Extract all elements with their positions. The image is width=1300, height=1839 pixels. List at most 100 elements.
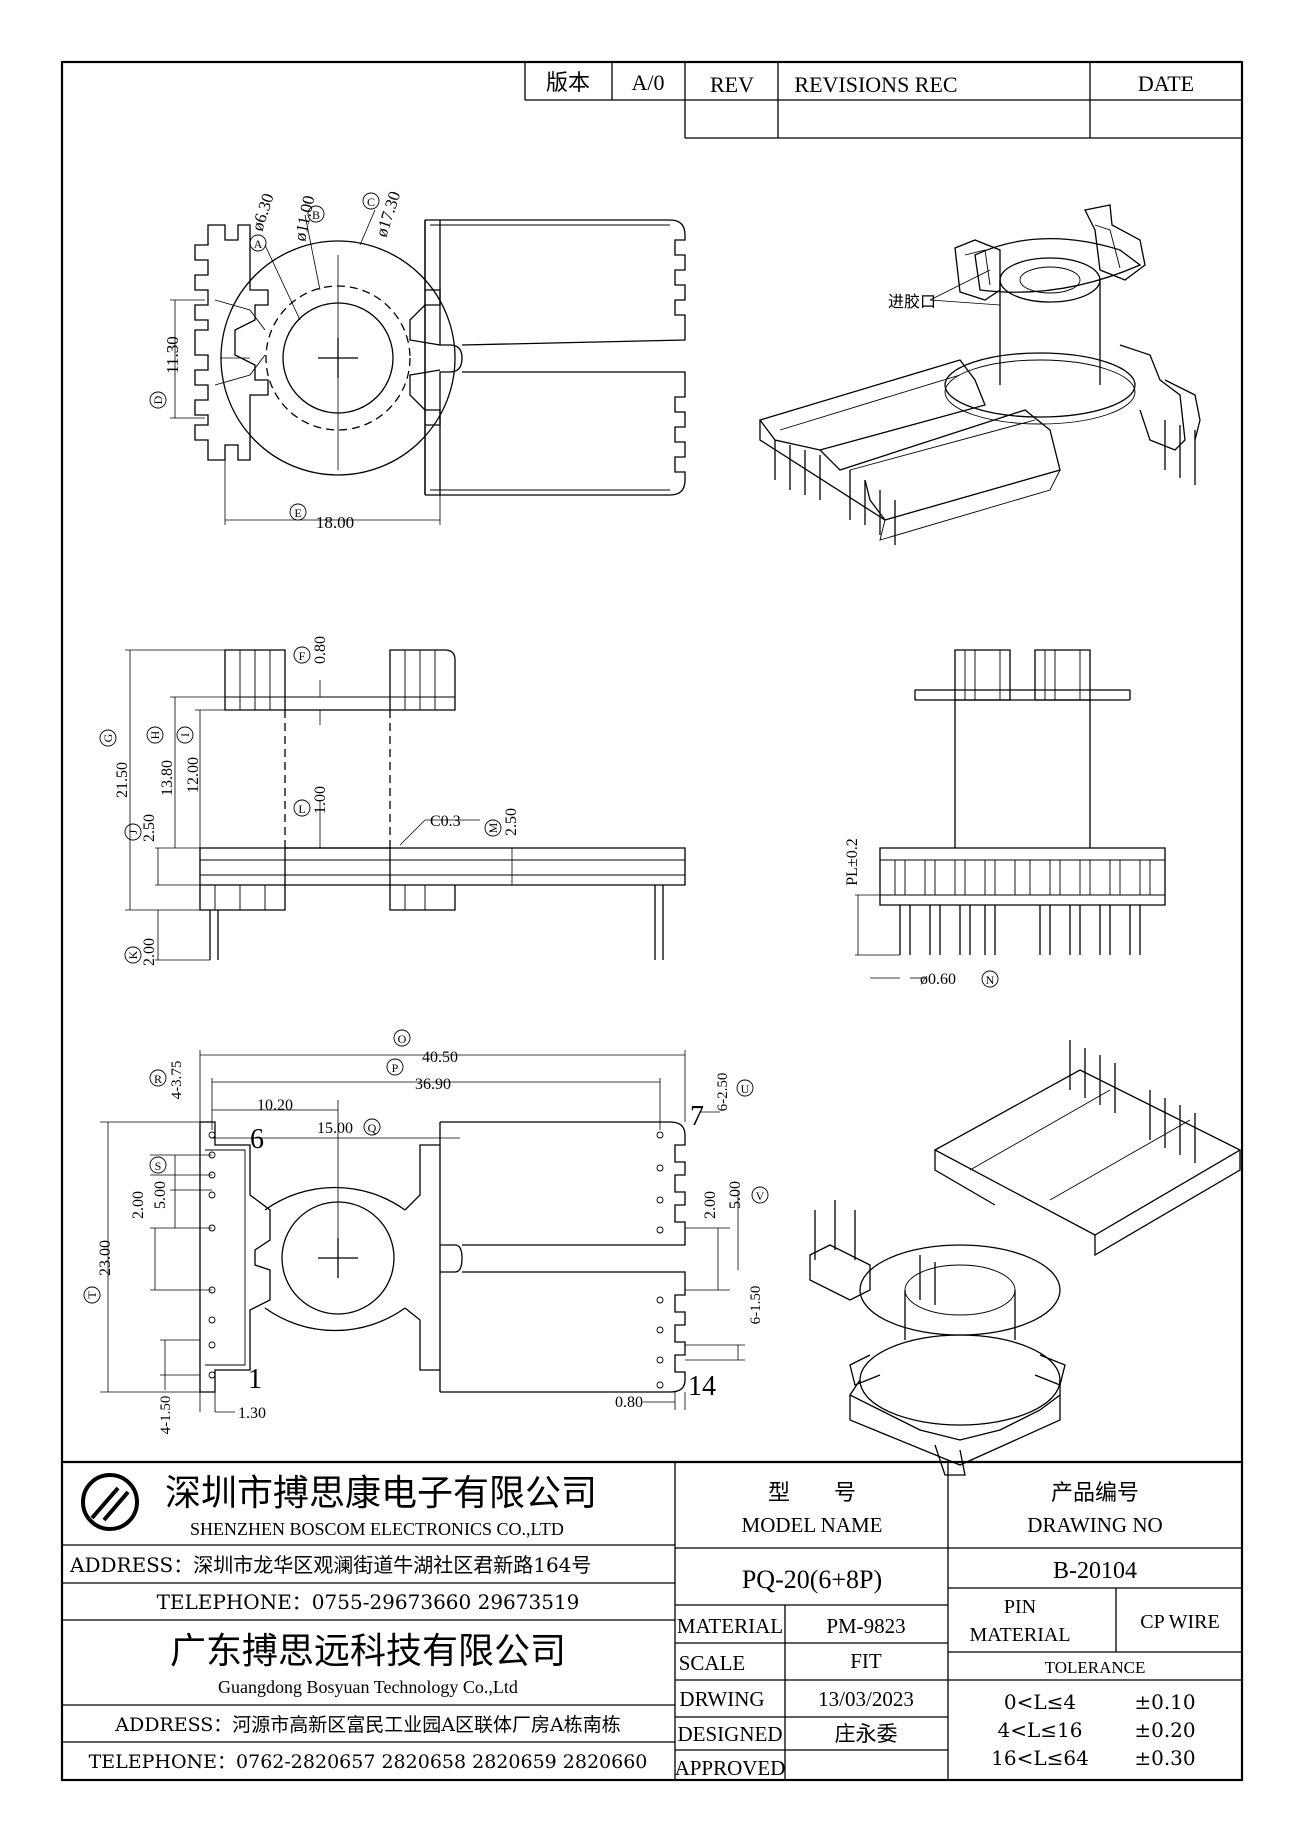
- version-value: A/0: [632, 70, 665, 95]
- dim-f-value: 0.80: [312, 636, 329, 664]
- dim-x-value: 4-1.50: [158, 1396, 174, 1435]
- company-cn: 深圳市搏思康电子有限公司: [165, 1473, 597, 1514]
- tolerance-label: TOLERANCE: [1045, 1658, 1146, 1677]
- dim-q-bubble: Q: [368, 1121, 377, 1135]
- dim-a-value: ø6.30: [248, 191, 278, 233]
- dim-s-value: 2.00: [130, 1191, 147, 1219]
- drawing-label: DRWING: [679, 1687, 764, 1711]
- dim-i-value: 12.00: [185, 757, 202, 793]
- dim-a-bubble: A: [254, 237, 263, 251]
- pin-14-label: 14: [688, 1371, 716, 1402]
- dim-v-value: 5.00: [727, 1181, 744, 1209]
- dim-r-value: 4-3.75: [169, 1061, 185, 1100]
- model-value: PQ-20(6+8P): [742, 1565, 882, 1594]
- approved-label: APPROVED: [675, 1756, 786, 1780]
- dim-i-bubble: I: [178, 733, 192, 737]
- dim-v-left-value: 2.00: [702, 1191, 719, 1219]
- company-en: SHENZHEN BOSCOM ELECTRONICS CO.,LTD: [190, 1519, 564, 1539]
- dim-k-bubble: K: [126, 950, 140, 959]
- dim-n-bubble: N: [986, 973, 995, 987]
- top-view: A ø6.30 B ø11.00 C ø17.30 D 11.30 E 18.0…: [149, 189, 686, 532]
- dim-s2-value: 5.00: [152, 1181, 169, 1209]
- revision-block: 版本 A/0 REV REVISIONS REC DATE: [524, 62, 1242, 139]
- dim-h-bubble: H: [148, 730, 162, 739]
- dim-p-value: 36.90: [415, 1076, 451, 1093]
- model-en: MODEL NAME: [742, 1513, 883, 1537]
- dim-u-value: 6-2.50: [715, 1073, 731, 1112]
- drawing-cn: 产品编号: [1051, 1481, 1139, 1506]
- dim-e-bubble: E: [294, 506, 301, 520]
- dim-k-value: 2.00: [141, 938, 158, 966]
- dim-g-value: 21.50: [114, 762, 131, 798]
- company-logo: [81, 1473, 139, 1531]
- material-value: PM-9823: [826, 1614, 905, 1638]
- dim-c-value: ø17.30: [372, 189, 405, 239]
- dim-z-value: 0.80: [615, 1394, 643, 1411]
- tol-range-1: 0<L≤4: [1004, 1690, 1076, 1714]
- dim-t-bubble: T: [85, 1291, 99, 1299]
- dim-t-value: 23.00: [97, 1240, 114, 1276]
- telephone1: TELEPHONE：0755-29673660 29673519: [157, 1590, 580, 1614]
- dim-10-value: 10.20: [257, 1097, 293, 1114]
- pin-6-label: 6: [250, 1124, 264, 1155]
- pin-7-label: 7: [690, 1101, 704, 1132]
- pl-label: PL±0.2: [844, 838, 861, 885]
- dim-c-bubble: C: [367, 195, 375, 209]
- tol-value-3: ±0.30: [1134, 1746, 1195, 1770]
- bottom-view: O 40.50 P 36.90 10.20 15.00 Q R 4-3.75 S…: [83, 1029, 769, 1435]
- dim-w-value: 6-1.50: [748, 1286, 764, 1325]
- dim-l-value: 1.00: [312, 786, 329, 814]
- dim-m-value: 2.50: [503, 808, 520, 836]
- dim-r-bubble: R: [154, 1072, 162, 1086]
- iso-view-bottom: [809, 1040, 1242, 1476]
- dim-f-bubble: F: [299, 649, 306, 663]
- pin-material-label1: PIN: [1004, 1596, 1036, 1618]
- iso-view-top: 进胶口: [758, 204, 1201, 545]
- dim-e-value: 18.00: [316, 513, 354, 532]
- drawing-date: 13/03/2023: [818, 1687, 914, 1711]
- dim-h-value: 13.80: [159, 760, 176, 796]
- tol-range-3: 16<L≤64: [991, 1746, 1089, 1770]
- dim-g-bubble: G: [101, 733, 115, 742]
- dim-p-bubble: P: [392, 1061, 399, 1075]
- designed-label: DESIGNED: [678, 1722, 783, 1746]
- designed-value: 庄永委: [835, 1722, 898, 1746]
- revisions-label: REVISIONS REC: [794, 72, 957, 97]
- dim-d-value: 11.30: [163, 336, 182, 374]
- dim-j-bubble: J: [126, 829, 140, 834]
- dim-l-bubble: L: [298, 802, 305, 816]
- pin-material-label2: MATERIAL: [969, 1624, 1070, 1646]
- dim-q-value: 15.00: [317, 1120, 353, 1137]
- tol-value-1: ±0.10: [1134, 1690, 1195, 1714]
- company2-en: Guangdong Bosyuan Technology Co.,Ltd: [218, 1677, 518, 1697]
- address2: ADDRESS：河源市高新区富民工业园A区联体厂房A栋南栋: [114, 1714, 621, 1736]
- gate-label: 进胶口: [888, 292, 936, 311]
- sheet-border: [60, 60, 1244, 1782]
- company2-cn: 广东搏思远科技有限公司: [170, 1631, 566, 1672]
- pin-dia-label: ø0.60: [920, 971, 956, 988]
- title-block: 深圳市搏思康电子有限公司 SHENZHEN BOSCOM ELECTRONICS…: [62, 1460, 1242, 1780]
- version-label: 版本: [546, 71, 590, 96]
- drawing-value: B-20104: [1053, 1558, 1137, 1584]
- scale-label: SCALE: [679, 1651, 746, 1675]
- scale-value: FIT: [850, 1649, 882, 1673]
- dim-u-bubble: U: [741, 1082, 750, 1096]
- pin-material-value: CP WIRE: [1140, 1611, 1219, 1633]
- front-view: PL±0.2 ø0.60 N: [844, 649, 1166, 988]
- rev-label: REV: [710, 72, 754, 97]
- dim-o-bubble: O: [398, 1032, 407, 1046]
- pin-1-label: 1: [248, 1364, 262, 1395]
- tol-value-2: ±0.20: [1134, 1718, 1195, 1742]
- telephone2: TELEPHONE：0762-2820657 2820658 2820659 2…: [89, 1751, 648, 1773]
- material-label: MATERIAL: [677, 1614, 783, 1638]
- address1: ADDRESS：深圳市龙华区观澜街道牛湖社区君新路164号: [69, 1553, 591, 1577]
- dim-b-bubble: B: [312, 208, 320, 222]
- chamfer-label: C0.3: [430, 813, 461, 830]
- tol-range-2: 4<L≤16: [998, 1718, 1083, 1742]
- dim-j-value: 2.50: [141, 814, 158, 842]
- dim-o-value: 40.50: [422, 1049, 458, 1066]
- drawing-en: DRAWING NO: [1027, 1513, 1162, 1537]
- dim-y-value: 1.30: [238, 1405, 266, 1422]
- dim-d-bubble: D: [151, 395, 165, 404]
